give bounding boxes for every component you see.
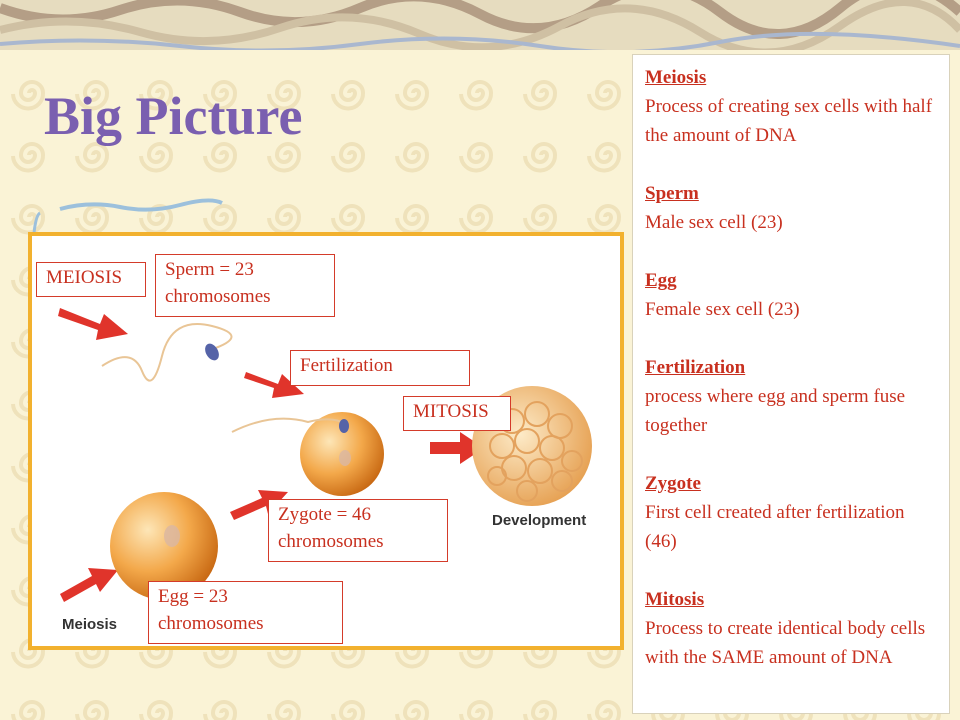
glossary-term: Meiosis bbox=[645, 67, 707, 88]
arrow-meiosis-top bbox=[58, 308, 128, 340]
page-title: Big Picture bbox=[44, 86, 303, 146]
arrow-fertilization bbox=[244, 372, 304, 398]
mitosis-label: MITOSIS bbox=[403, 396, 511, 431]
meiosis-label: MEIOSIS bbox=[36, 262, 146, 297]
glossary-item-meiosis: Meiosis Process of creating sex cells wi… bbox=[645, 63, 937, 150]
arrow-zygote bbox=[230, 490, 288, 520]
glossary-item-mitosis: Mitosis Process to create identical body… bbox=[645, 585, 937, 672]
diagram-illustration bbox=[58, 308, 592, 602]
glossary-term: Zygote bbox=[645, 473, 701, 494]
glossary-term: Sperm bbox=[645, 183, 699, 204]
life-cycle-diagram: Development Meiosis bbox=[28, 232, 624, 650]
egg-label: Egg = 23 chromosomes bbox=[148, 581, 343, 644]
development-caption: Development bbox=[492, 512, 587, 529]
fertilization-label: Fertilization bbox=[290, 350, 470, 386]
meiosis-caption: Meiosis bbox=[62, 616, 118, 633]
glossary-definition: Process to create identical body cells w… bbox=[645, 618, 926, 668]
glossary-definition: Female sex cell (23) bbox=[645, 299, 800, 320]
glossary-term: Mitosis bbox=[645, 589, 705, 610]
glossary-item-zygote: Zygote First cell created after fertiliz… bbox=[645, 469, 937, 556]
decorative-squiggle bbox=[32, 198, 223, 234]
sperm-label: Sperm = 23 chromosomes bbox=[155, 254, 335, 317]
top-decorative-band bbox=[0, 0, 960, 50]
glossary-item-fertilization: Fertilization process where egg and sper… bbox=[645, 353, 937, 440]
zygote-label: Zygote = 46 chromosomes bbox=[268, 499, 448, 562]
glossary-item-sperm: Sperm Male sex cell (23) bbox=[645, 179, 937, 237]
glossary-term: Egg bbox=[645, 270, 677, 291]
glossary-panel: Meiosis Process of creating sex cells wi… bbox=[632, 54, 950, 714]
glossary-definition: Process of creating sex cells with half … bbox=[645, 96, 933, 146]
glossary-term: Fertilization bbox=[645, 357, 746, 378]
arrow-meiosis-bottom bbox=[60, 568, 118, 602]
glossary-definition: process where egg and sperm fuse togethe… bbox=[645, 386, 906, 436]
glossary-definition: First cell created after fertilization (… bbox=[645, 502, 905, 552]
arrow-mitosis bbox=[430, 432, 484, 464]
glossary-definition: Male sex cell (23) bbox=[645, 212, 783, 233]
glossary-item-egg: Egg Female sex cell (23) bbox=[645, 266, 937, 324]
